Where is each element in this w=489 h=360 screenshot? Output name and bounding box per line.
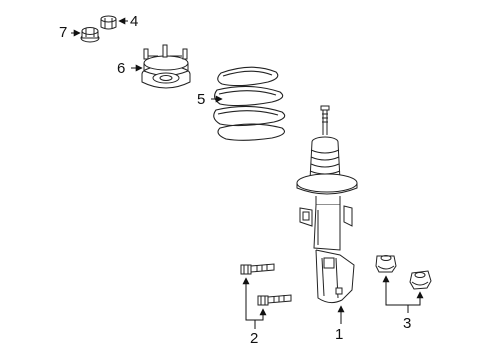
leader-3b	[408, 291, 424, 306]
callout-2: 2	[250, 330, 259, 347]
leader-2b	[255, 308, 267, 321]
bracket-nuts-part	[375, 255, 432, 290]
nut-cap-part	[100, 15, 117, 30]
callout-3: 3	[403, 315, 412, 332]
callout-6: 6	[117, 60, 126, 77]
callout-5: 5	[197, 91, 206, 108]
callout-7: 7	[59, 24, 68, 41]
coil-spring-part	[213, 66, 286, 141]
strut-assembly-part	[296, 105, 358, 304]
leader-3a	[382, 275, 409, 313]
callout-1: 1	[335, 326, 344, 343]
callout-4: 4	[130, 13, 139, 30]
mounting-bolts-part	[240, 263, 292, 306]
leader-lines	[71, 17, 424, 329]
leader-2a	[242, 277, 256, 329]
flange-nut-part	[80, 27, 100, 43]
upper-mount-part	[141, 44, 191, 89]
